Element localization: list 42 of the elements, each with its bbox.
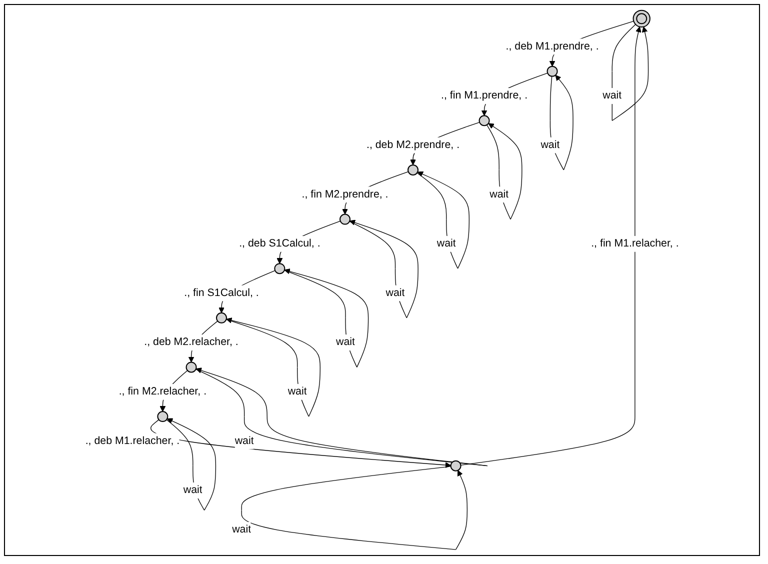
edge-label: ., fin M2.prendre, . xyxy=(302,188,388,200)
edge-label: wait xyxy=(386,287,405,299)
arrow xyxy=(241,466,468,550)
edge-label: wait xyxy=(232,524,251,536)
arrow xyxy=(166,418,216,510)
node-circle xyxy=(186,362,197,373)
edge-label: wait xyxy=(183,484,202,496)
arrow xyxy=(416,171,470,269)
arrow xyxy=(460,26,642,466)
edge-label: wait xyxy=(336,336,355,348)
edge-label: ., fin S1Calcul, . xyxy=(184,287,259,299)
arrow xyxy=(486,123,522,220)
node-circle xyxy=(546,66,558,77)
node-circle xyxy=(478,115,490,126)
arrow xyxy=(612,24,649,121)
arrow xyxy=(349,220,418,318)
node-circle xyxy=(407,164,418,176)
arrow xyxy=(550,74,574,170)
edge-label: wait xyxy=(602,90,622,102)
edge-label: wait xyxy=(490,188,509,200)
node-circle xyxy=(339,214,350,225)
edge-label: ., deb M1.prendre, . xyxy=(506,40,599,52)
arrow xyxy=(195,368,488,466)
node-doublecircle xyxy=(632,10,650,28)
arrow xyxy=(150,419,451,468)
node-circle xyxy=(450,460,462,472)
edge-label: wait xyxy=(288,386,307,398)
edge-label: ., deb S1Calcul, . xyxy=(238,238,320,250)
node-circle xyxy=(216,312,227,324)
node-circle xyxy=(157,411,168,422)
node-circle xyxy=(274,263,286,274)
arrow xyxy=(284,268,369,368)
edge-label: ., fin M1.prendre, . xyxy=(440,90,528,102)
edge-label: wait xyxy=(234,435,254,447)
edge-label: ., deb M2.prendre, . xyxy=(366,139,460,151)
edge-label: wait xyxy=(436,238,456,250)
edge-label: ., deb M1.relacher, . xyxy=(85,435,180,447)
edge-label: wait xyxy=(540,139,560,151)
arrow xyxy=(226,318,320,417)
edge-label: ., fin M2.relacher, . xyxy=(118,386,206,398)
edge-label: ., deb M2.relacher, . xyxy=(144,336,238,348)
edge-label: ., fin M1.relacher, . xyxy=(591,238,679,250)
